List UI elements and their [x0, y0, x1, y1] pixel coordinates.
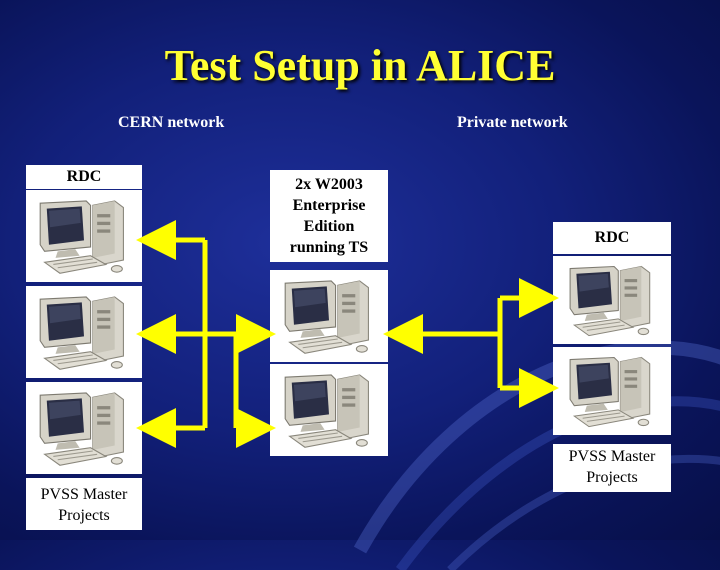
- computer-icon: [29, 382, 139, 474]
- right-rdc-label: RDC: [553, 222, 671, 254]
- right-pvss-label: PVSS Master Projects: [553, 444, 671, 492]
- center-label-line-3: Edition: [303, 218, 355, 235]
- left-pvss-line2: Projects: [58, 507, 110, 524]
- center-label-line-1: 2x W2003: [295, 176, 363, 193]
- slide-title: Test Setup in ALICE: [164, 41, 556, 90]
- private-network-label: Private network: [457, 114, 568, 131]
- center-server-1: [270, 270, 388, 362]
- right-pvss-line1: PVSS Master: [568, 448, 656, 465]
- center-label-line-2: Enterprise: [292, 197, 366, 214]
- computer-icon: [559, 347, 665, 435]
- right-computer-2: [553, 347, 671, 435]
- left-pvss-label: PVSS Master Projects: [26, 478, 142, 530]
- left-rdc-label: RDC: [26, 165, 142, 189]
- center-server-2: [270, 364, 388, 456]
- right-pvss-line2: Projects: [586, 469, 638, 486]
- computer-icon: [29, 286, 139, 378]
- left-computer-1: [26, 190, 142, 282]
- computer-icon: [274, 364, 384, 456]
- left-pvss-line1: PVSS Master: [40, 486, 128, 503]
- center-server-label: 2x W2003 Enterprise Edition running TS: [270, 170, 388, 262]
- left-computer-2: [26, 286, 142, 378]
- right-computer-1: [553, 256, 671, 344]
- cern-network-label: CERN network: [118, 114, 225, 131]
- computer-icon: [274, 270, 384, 362]
- center-label-line-4: running TS: [289, 239, 369, 256]
- computer-icon: [559, 256, 665, 344]
- computer-icon: [29, 190, 139, 282]
- left-computer-3: [26, 382, 142, 474]
